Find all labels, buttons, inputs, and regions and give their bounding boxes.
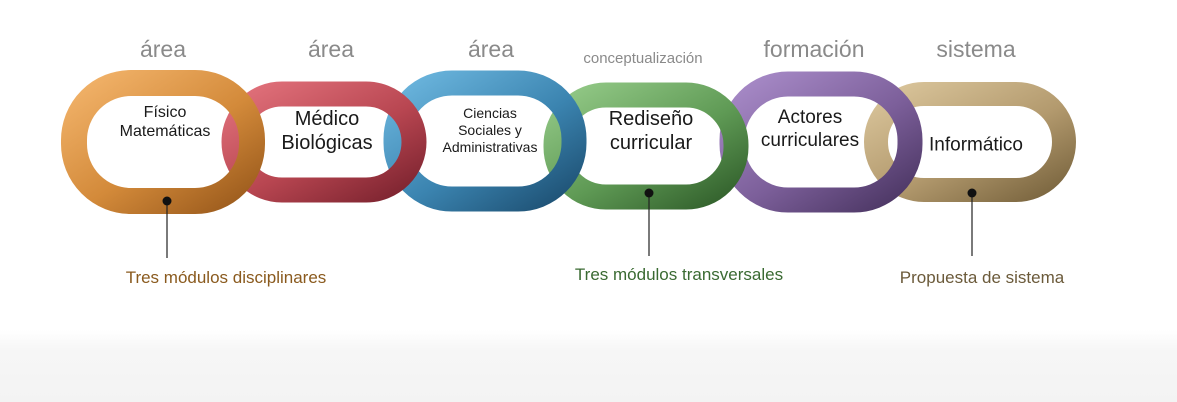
chain-link-ciencias-sociales bbox=[383, 70, 587, 212]
category-label-conceptualizacion: conceptualización bbox=[583, 50, 703, 67]
category-label-area-1: área bbox=[139, 36, 187, 62]
category-label-area-2: área bbox=[307, 36, 355, 62]
link-label-fisico-matematicas: Físico Matemáticas bbox=[119, 103, 211, 140]
link-label-ciencias-sociales: Ciencias Sociales y Administrativas bbox=[442, 104, 538, 155]
link-label-actores-curriculares: Actores curriculares bbox=[760, 107, 860, 151]
link-label-medico-biologicas: Médico Biológicas bbox=[281, 108, 373, 154]
category-label-formacion: formación bbox=[763, 36, 865, 62]
link-label-rediseno-curricular: Rediseño curricular bbox=[608, 108, 694, 154]
chain-link-rediseno-curricular bbox=[543, 82, 749, 210]
category-label-area-3: área bbox=[467, 36, 515, 62]
group-label-sistema: Propuesta de sistema bbox=[899, 268, 1065, 287]
callout-dot-disciplinares bbox=[162, 196, 172, 206]
chain-link-medico-biologicas bbox=[221, 81, 427, 203]
callout-dot-sistema bbox=[967, 188, 977, 198]
group-label-transversales: Tres módulos transversales bbox=[574, 265, 784, 284]
category-label-sistema: sistema bbox=[936, 36, 1016, 62]
callout-dot-transversales bbox=[644, 188, 654, 198]
floor-shadow bbox=[0, 330, 1177, 402]
group-label-disciplinares: Tres módulos disciplinares bbox=[125, 268, 327, 287]
link-label-informatico: Informático bbox=[929, 134, 1023, 156]
